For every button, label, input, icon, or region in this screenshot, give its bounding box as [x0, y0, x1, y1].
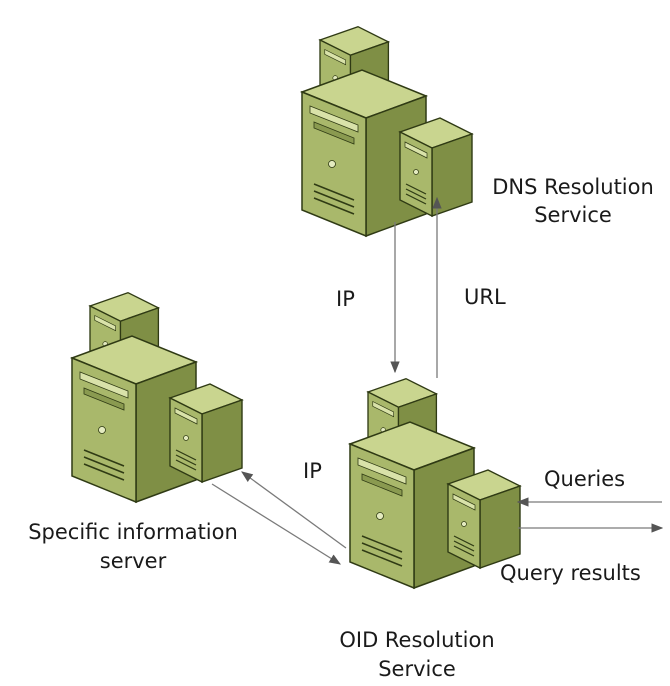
specific-server-title-line2: server — [100, 549, 167, 573]
oid-server-cluster — [350, 379, 520, 588]
dns-service-title-line2: Service — [534, 203, 612, 227]
arrow-oid-to-specific — [241, 471, 347, 549]
oid-service-title-line1: OID Resolution — [339, 628, 494, 652]
oid-service-title-line2: Service — [378, 657, 456, 681]
label-query-results: Query results — [500, 561, 641, 585]
dns-service-title-line1: DNS Resolution — [492, 175, 654, 199]
label-dns-to-oid: IP — [336, 287, 355, 311]
dns-server-cluster — [302, 27, 472, 236]
label-queries: Queries — [544, 467, 625, 491]
label-oid-specific: IP — [303, 459, 322, 483]
specific-server-title-line1: Specific information — [28, 520, 238, 544]
arrow-specific-to-oid — [211, 483, 341, 565]
label-oid-to-dns: URL — [464, 285, 506, 309]
specific-server-cluster — [72, 293, 242, 502]
